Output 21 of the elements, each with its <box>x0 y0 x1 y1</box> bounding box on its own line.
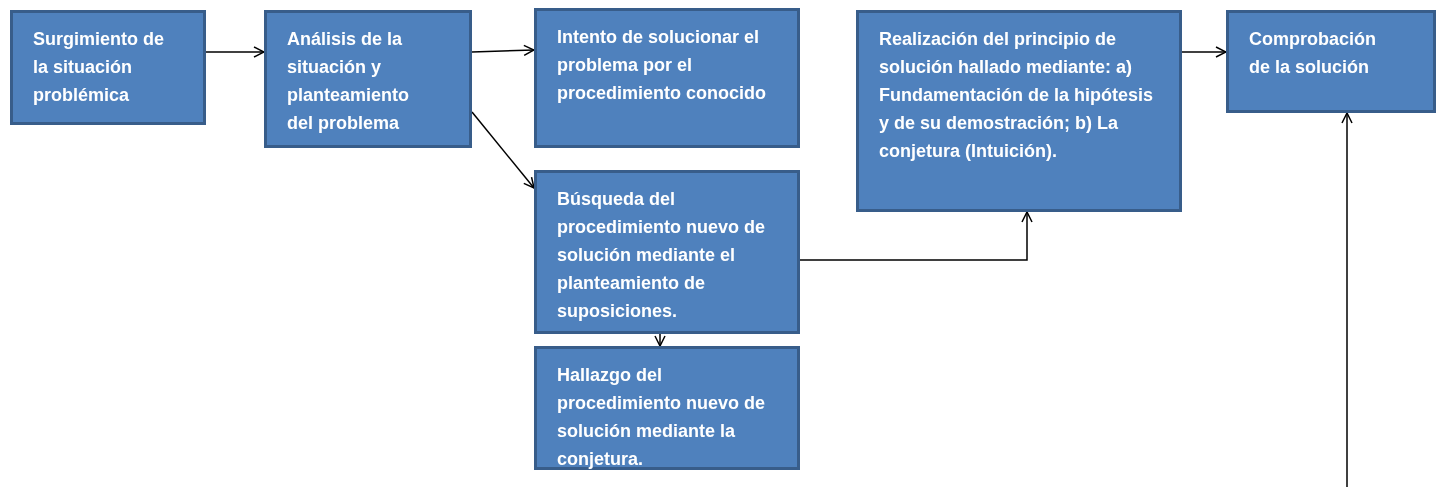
process-box <box>1226 10 1436 113</box>
process-box <box>534 170 800 334</box>
process-box <box>856 10 1182 212</box>
box-text: Análisis de la situación y planteamiento del problema <box>287 28 411 135</box>
arrow <box>471 44 535 57</box>
box-text: Comprobación de la solución <box>1249 28 1377 79</box>
box-text: Intento de solucionar el problema por el procedimiento conocido <box>557 26 767 105</box>
process-box <box>10 10 206 125</box>
arrow <box>1181 46 1227 58</box>
arrow <box>205 46 265 58</box>
box-text: Búsqueda del procedimiento nuevo de solución mediante el planteamiento de suposiciones. <box>557 188 767 323</box>
box-text: Surgimiento de la situación problémica <box>33 28 165 107</box>
box-text: Realización del principio de solución hallado mediante: a) Fundamentación de la hipótesis y de su demostración; b) La conjetura (Intuición). <box>879 28 1154 163</box>
arrow <box>799 211 1033 261</box>
arrow <box>471 111 535 189</box>
box-text: Hallazgo del procedimiento nuevo de solución mediante la conjetura. <box>557 364 767 471</box>
process-box <box>534 8 800 148</box>
arrow <box>1341 112 1353 487</box>
arrow <box>654 333 666 347</box>
process-box <box>534 346 800 470</box>
process-box <box>264 10 472 148</box>
